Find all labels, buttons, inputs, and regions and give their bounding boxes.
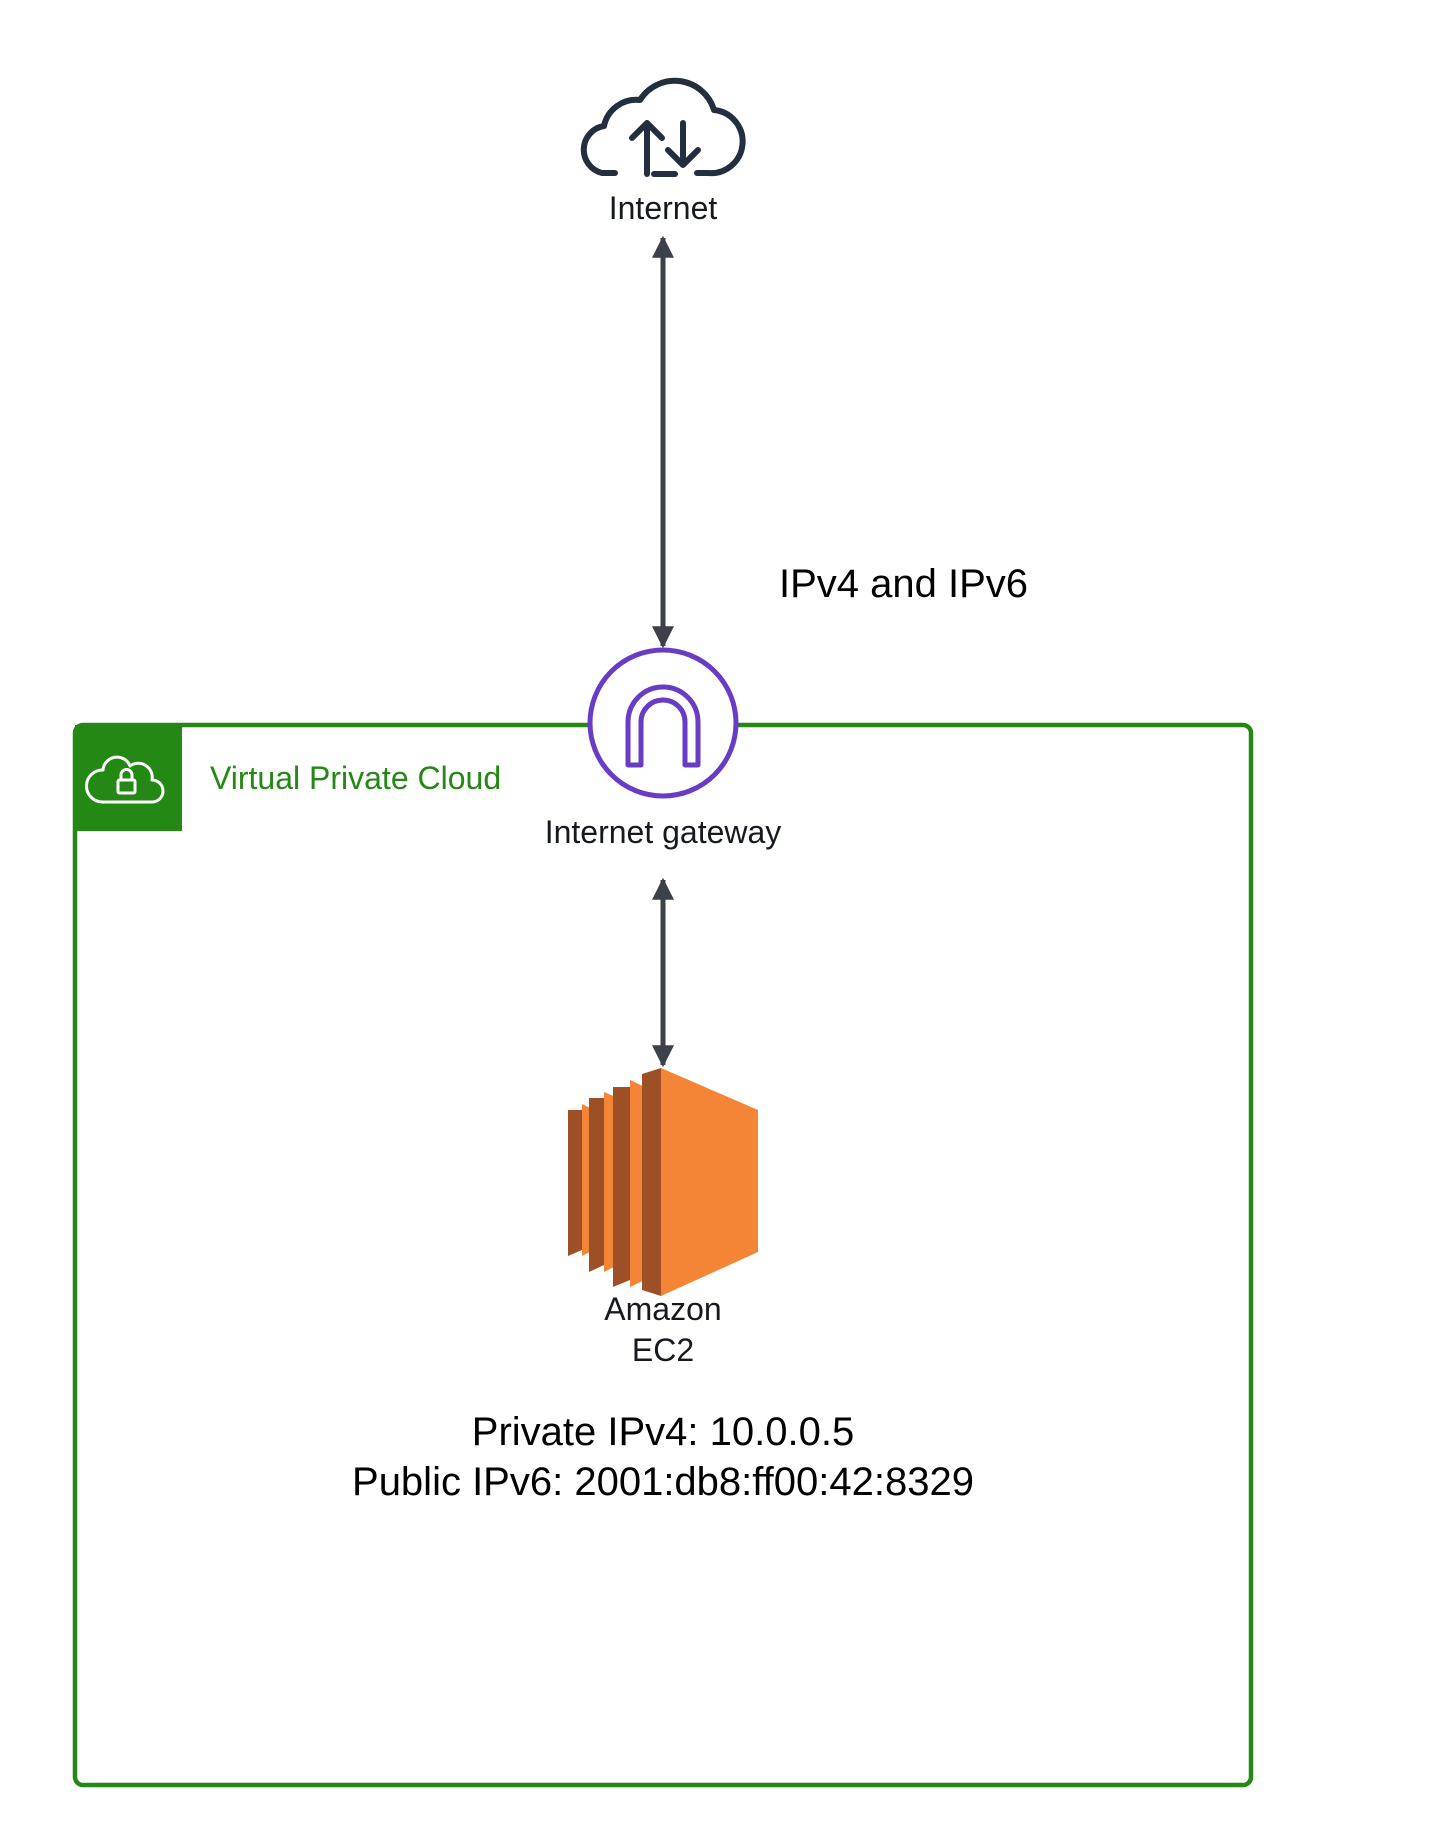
ec2-label-line2: EC2 bbox=[631, 1332, 695, 1368]
vpc-lock-cloud-icon bbox=[85, 755, 165, 804]
ec2-private-ipv4: Private IPv4: 10.0.0.5 bbox=[471, 1410, 855, 1454]
vpc-label: Virtual Private Cloud bbox=[210, 760, 502, 796]
cloud-upload-download-icon bbox=[580, 77, 746, 177]
edge-label-ipv4-ipv6: IPv4 and IPv6 bbox=[779, 562, 1029, 606]
internet-gateway-icon bbox=[587, 647, 739, 799]
ec2-public-ipv6: Public IPv6: 2001:db8:ff00:42:8329 bbox=[352, 1460, 974, 1504]
vpc-icon-badge bbox=[75, 725, 182, 831]
internet-label: Internet bbox=[608, 190, 718, 226]
amazon-ec2-icon bbox=[568, 1068, 758, 1296]
internet-gateway-label: Internet gateway bbox=[544, 814, 782, 850]
ec2-label-line1: Amazon bbox=[604, 1291, 722, 1327]
